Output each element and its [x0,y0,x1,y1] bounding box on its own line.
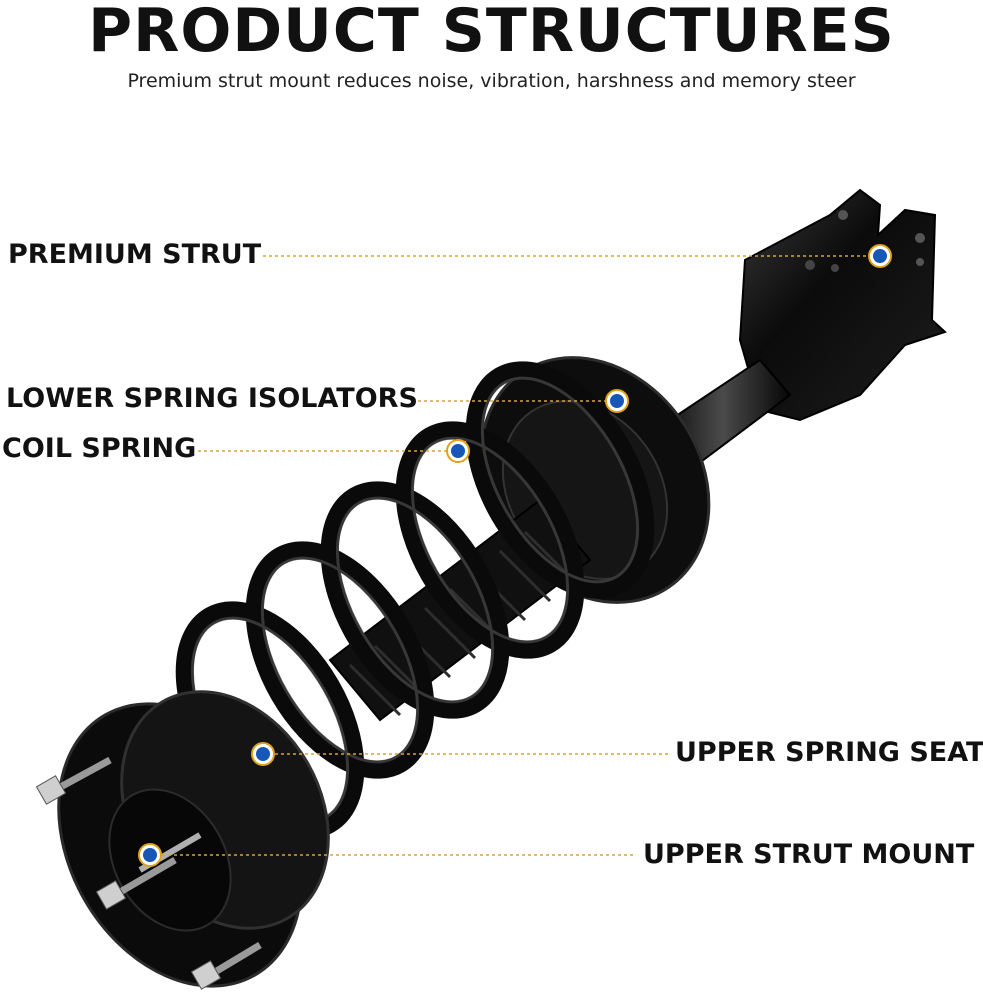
leader-lines [150,255,880,856]
page-title: PRODUCT STRUCTURES [88,0,895,66]
label-coil-spring: COIL SPRING [2,433,197,464]
marker-coil-spring [446,439,470,463]
marker-lower-spring-isolators [605,389,629,413]
marker-upper-strut-mount [138,843,162,867]
upper-strut-mount-plate [57,690,330,988]
label-upper-spring-seat: UPPER SPRING SEAT [675,737,983,768]
marker-upper-spring-seat [251,742,275,766]
label-lower-spring-isolators: LOWER SPRING ISOLATORS [6,383,418,414]
page-subtitle: Premium strut mount reduces noise, vibra… [127,70,856,92]
marker-premium-strut [868,244,892,268]
label-premium-strut: PREMIUM STRUT [8,239,262,270]
strut-bracket [738,188,947,422]
mounting-studs [35,756,262,990]
label-upper-strut-mount: UPPER STRUT MOUNT [643,839,975,870]
